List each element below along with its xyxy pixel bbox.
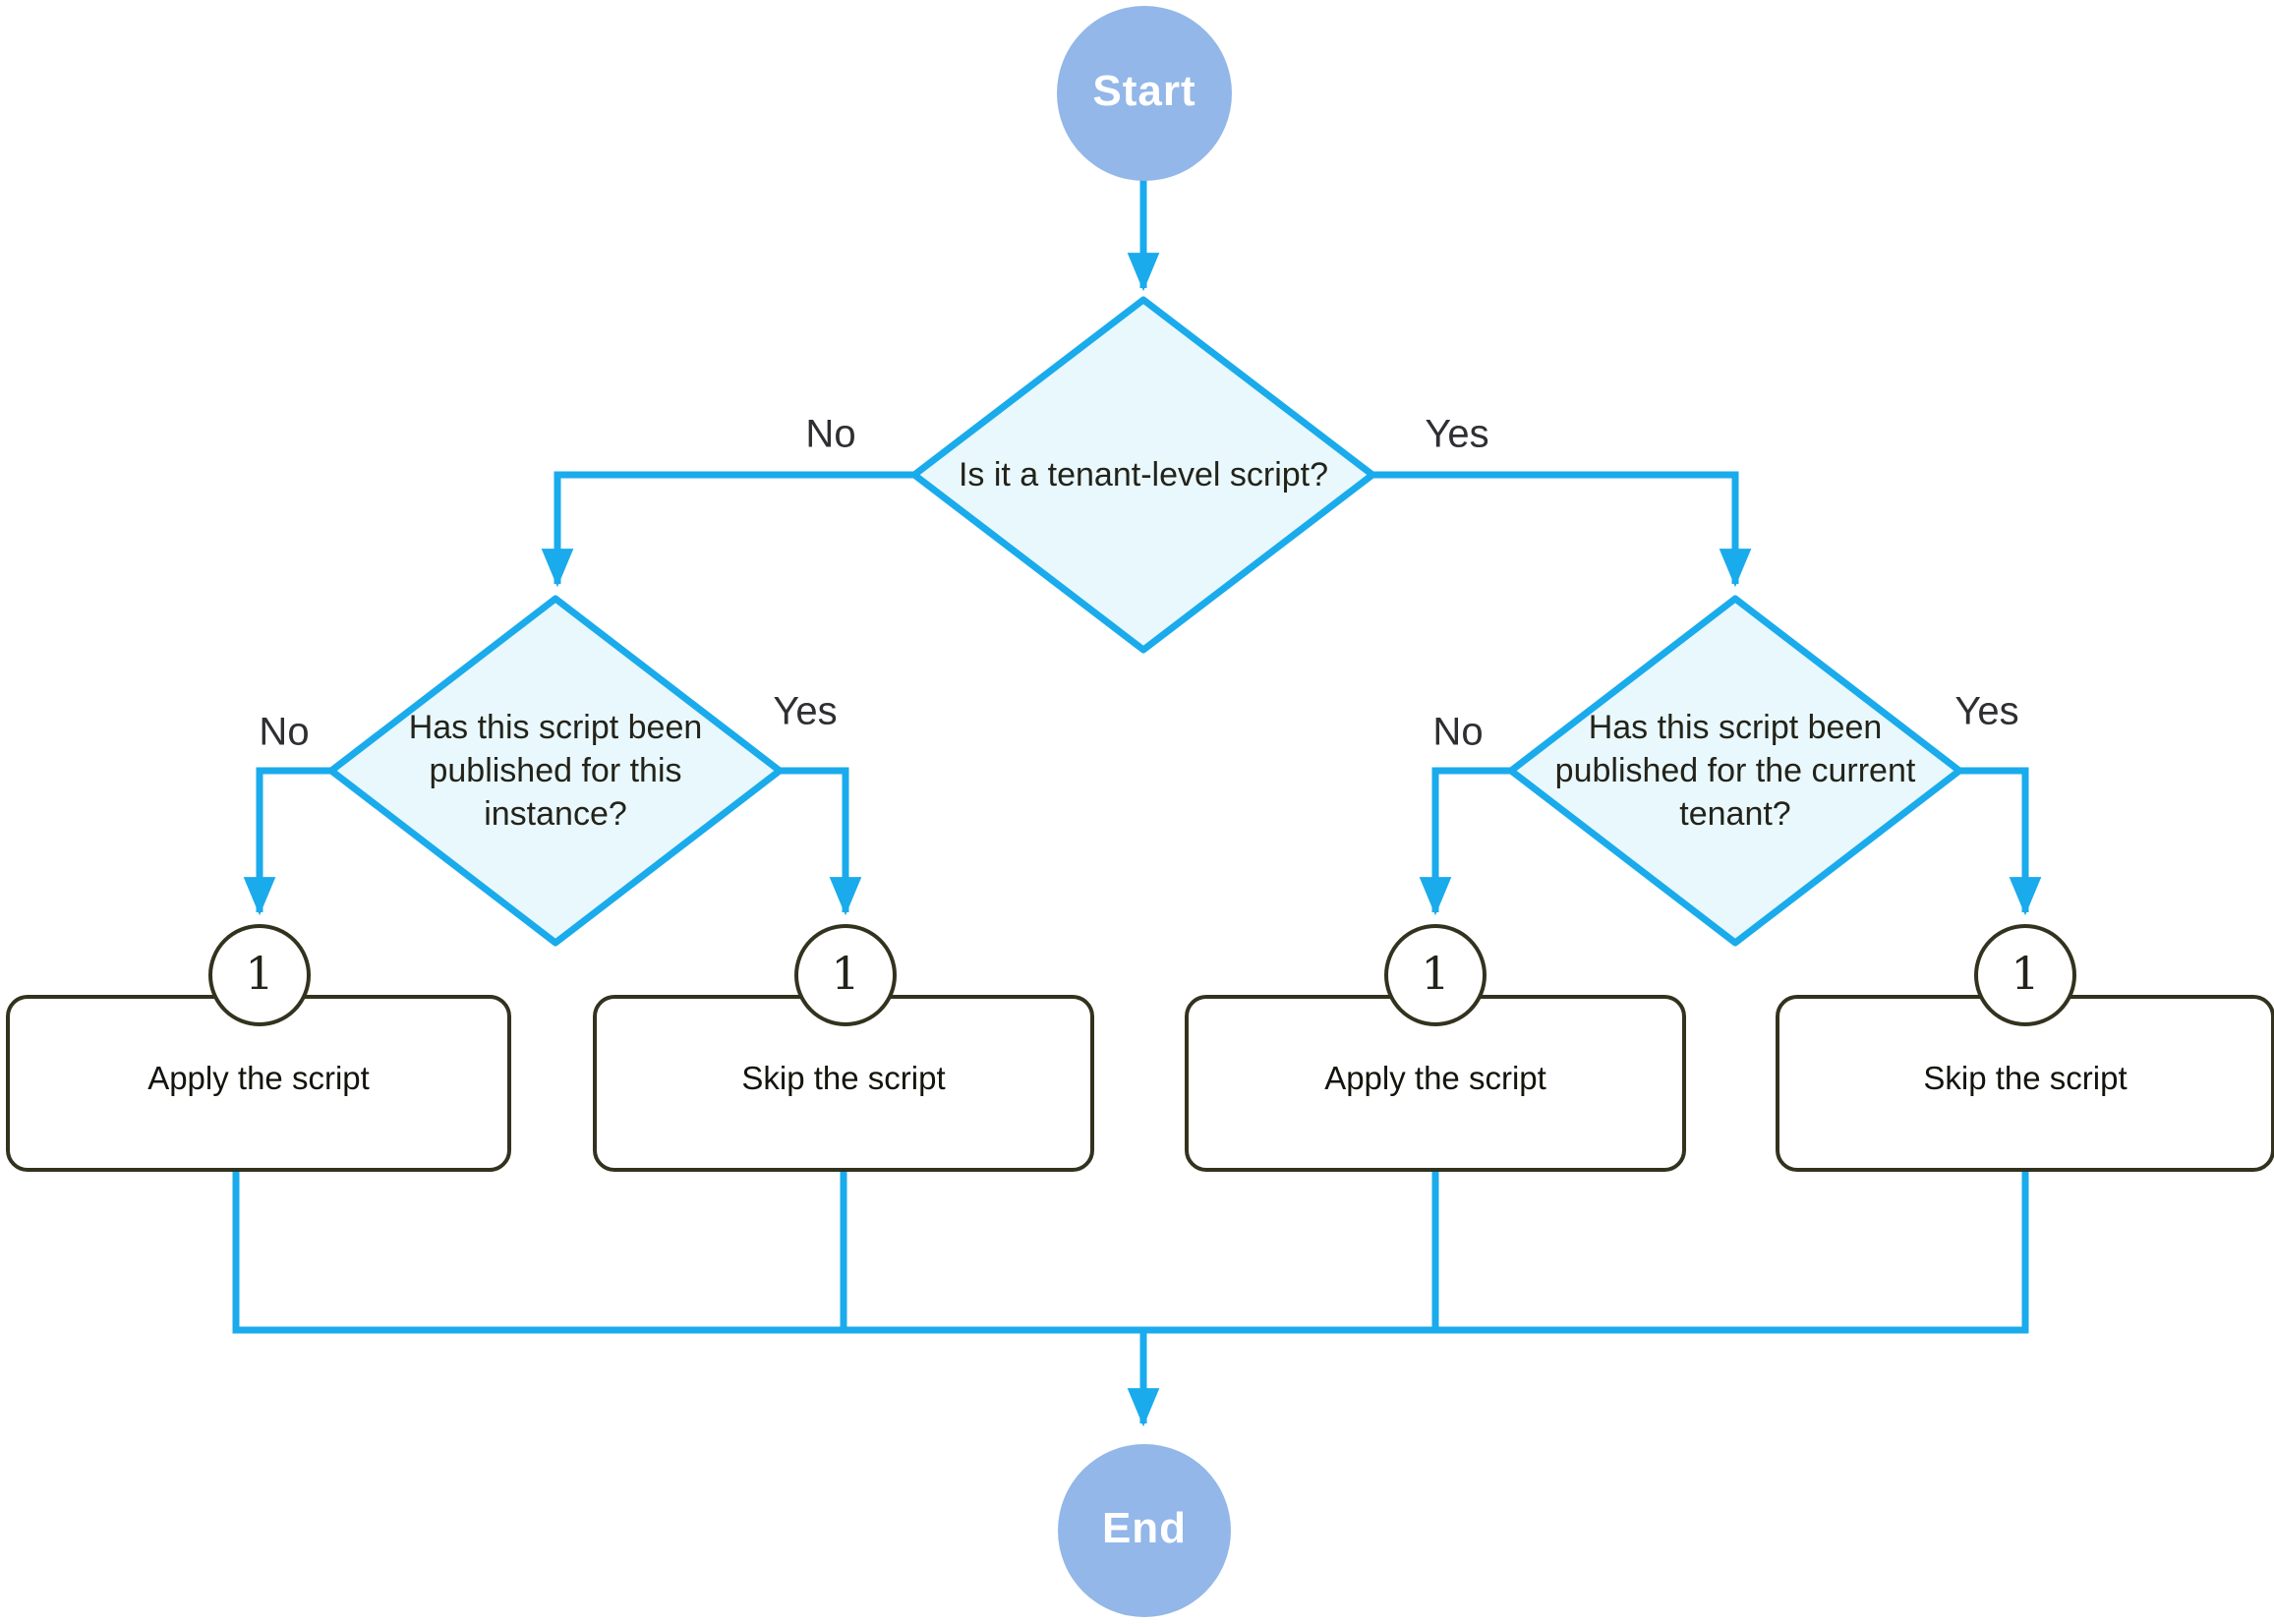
connector-merge-outer bbox=[232, 1172, 2029, 1334]
badge-apply-right-label: 1 bbox=[1421, 947, 1450, 1000]
edge-label-current-no: No bbox=[1432, 710, 1484, 754]
end-node-label: End bbox=[1101, 1504, 1188, 1552]
connector-decision1-yes bbox=[1372, 471, 1752, 588]
edge-label-tenant-yes: Yes bbox=[1425, 412, 1489, 456]
connector-decision3-yes bbox=[1959, 767, 2042, 916]
badge-circle-apply-right bbox=[1384, 924, 1487, 1026]
edge-label-instance-no: No bbox=[259, 710, 310, 754]
decision-published-tenant bbox=[1507, 595, 1963, 947]
end-node bbox=[1058, 1444, 1231, 1617]
badge-circle-skip-left bbox=[794, 924, 897, 1026]
process-skip-left-label: Skip the script bbox=[741, 1060, 946, 1096]
decision-tenant-level bbox=[910, 296, 1376, 654]
decision-published-instance bbox=[327, 595, 784, 947]
process-apply-right-label: Apply the script bbox=[1324, 1060, 1546, 1096]
connector-decision2-yes bbox=[780, 767, 862, 916]
decision-published-instance-label: Has this script been published for this … bbox=[408, 709, 703, 833]
badge-apply-left-label: 1 bbox=[245, 947, 274, 1000]
badge-skip-left-label: 1 bbox=[831, 947, 860, 1000]
edge-label-current-yes: Yes bbox=[1954, 689, 2019, 733]
connector-decision1-no bbox=[541, 471, 914, 588]
decision-published-tenant-label: Has this script been published for the c… bbox=[1554, 709, 1916, 833]
process-apply-left-label: Apply the script bbox=[147, 1060, 370, 1096]
badge-circle-apply-left bbox=[208, 924, 311, 1026]
edge-label-instance-yes: Yes bbox=[773, 689, 838, 733]
badge-skip-right-label: 1 bbox=[2011, 947, 2040, 1000]
badge-circle-skip-right bbox=[1974, 924, 2076, 1026]
decision-tenant-level-label: Is it a tenant-level script? bbox=[958, 456, 1329, 493]
edge-label-tenant-no: No bbox=[805, 412, 856, 456]
connector-decision2-no bbox=[243, 767, 331, 916]
process-skip-right-label: Skip the script bbox=[1923, 1060, 2128, 1096]
connector-decision3-no bbox=[1419, 767, 1511, 916]
start-node-label: Start bbox=[1092, 67, 1196, 115]
start-node bbox=[1057, 6, 1232, 181]
